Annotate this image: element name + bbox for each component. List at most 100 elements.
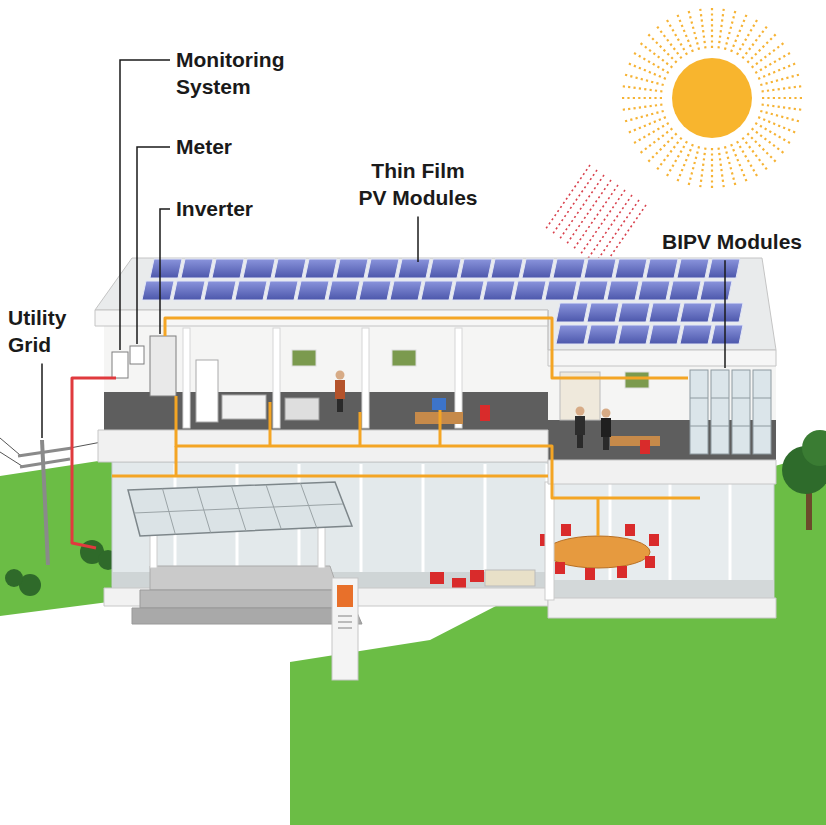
sun-ray — [719, 7, 724, 49]
sun-ray — [632, 123, 668, 144]
upper-back-wall — [104, 326, 548, 400]
sun-ray — [666, 141, 687, 177]
pv-panel — [638, 281, 670, 300]
sun-ray — [621, 105, 663, 110]
pv-panel — [615, 259, 647, 278]
pole-crossarm — [18, 448, 72, 456]
sunlight-ray — [552, 170, 597, 235]
sun-ray — [737, 18, 758, 54]
bipv-cell-line — [732, 426, 750, 427]
bipv-cell-line — [711, 398, 729, 399]
sign-lines — [338, 627, 352, 629]
grid-wire — [0, 452, 22, 466]
pv-panel — [669, 281, 701, 300]
reception-desk — [485, 570, 535, 586]
sun-ray — [711, 148, 713, 190]
pv-panel — [328, 281, 360, 300]
pv-panel — [336, 259, 368, 278]
pv-panel — [576, 281, 608, 300]
bipv-glass — [711, 370, 729, 454]
pv-panel — [460, 259, 492, 278]
sun-ray — [620, 97, 662, 99]
pv-panel — [556, 325, 588, 344]
leader-line — [41, 364, 43, 438]
bipv-glass — [732, 370, 750, 454]
sign-logo — [337, 585, 353, 607]
entrance-step — [150, 566, 338, 590]
tree — [802, 430, 826, 466]
pv-panel — [243, 259, 275, 278]
sun-ray — [688, 146, 699, 187]
bipv-cell-line — [690, 398, 708, 399]
sun-ray — [711, 6, 713, 48]
pv-panel — [421, 281, 453, 300]
window-mullion — [484, 464, 487, 588]
pv-panel — [452, 281, 484, 300]
pv-panel — [680, 303, 712, 322]
sun-ray — [700, 148, 705, 190]
bipv-glass — [753, 370, 771, 454]
pv-panel — [618, 303, 650, 322]
entrance-canopy — [128, 482, 352, 536]
canopy-frame — [134, 504, 343, 513]
pv-panel — [142, 281, 174, 300]
person-legs — [603, 436, 609, 450]
partition-wall — [273, 328, 280, 428]
entrance-step — [132, 608, 362, 624]
chair — [555, 562, 565, 574]
person-legs — [337, 398, 343, 412]
pv-panel — [545, 281, 577, 300]
pv-panel — [649, 303, 681, 322]
pv-panel — [677, 259, 709, 278]
column — [318, 522, 325, 568]
chair — [470, 570, 484, 582]
tree-trunk — [806, 490, 812, 530]
sun-ray — [758, 63, 797, 79]
pv-panel — [649, 325, 681, 344]
sun-ray — [758, 117, 797, 133]
sun-ray — [755, 52, 791, 73]
ac-wire — [269, 402, 272, 446]
sun-ray — [755, 123, 791, 144]
sun-ray — [621, 86, 663, 91]
pv-panel — [584, 259, 616, 278]
wall-picture — [392, 350, 416, 366]
pv-panel — [587, 303, 619, 322]
sun — [672, 58, 752, 138]
pv-panel — [587, 325, 619, 344]
pv-panel — [367, 259, 399, 278]
sun-ray — [627, 63, 666, 79]
person-head — [336, 371, 345, 380]
leader-line — [160, 209, 170, 334]
sun-ray — [762, 105, 804, 110]
dc-wire — [535, 318, 688, 378]
pv-panel — [708, 259, 740, 278]
sun-ray — [747, 33, 777, 63]
grid-wire — [0, 438, 20, 455]
ac-wire — [359, 412, 362, 446]
callout-label: Inverter — [176, 195, 253, 222]
office-chair — [640, 440, 650, 454]
pv-panel — [680, 325, 712, 344]
sun-ray — [700, 7, 705, 49]
pv-panel — [212, 259, 244, 278]
bipv-glass — [690, 370, 708, 454]
sun-ray — [647, 133, 677, 163]
desk — [610, 436, 660, 446]
pv-panel — [297, 281, 329, 300]
sun-ray — [752, 42, 785, 68]
sun-ray — [760, 111, 801, 122]
sun-ray — [737, 141, 758, 177]
meter-box — [130, 346, 144, 364]
ac-wire — [597, 498, 600, 536]
pv-panel — [398, 259, 430, 278]
roof-edge — [548, 350, 776, 366]
sun-ray — [725, 9, 736, 50]
ac-wire — [175, 446, 178, 476]
person-head — [602, 409, 611, 418]
callout-label: Monitoring System — [176, 46, 301, 101]
building-base — [548, 598, 776, 618]
chair — [645, 556, 655, 568]
sun-ray — [762, 97, 804, 99]
